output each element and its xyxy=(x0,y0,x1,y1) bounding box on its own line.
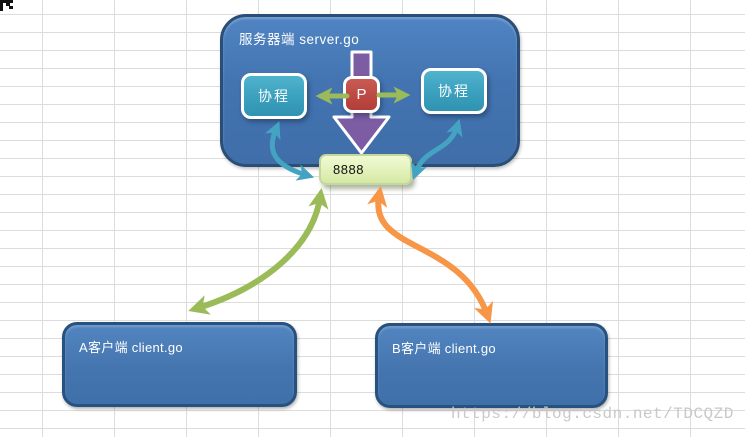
client-a-connection-arrow xyxy=(188,187,329,315)
server-title: 服务器端 server.go xyxy=(239,32,360,47)
corner-artifact xyxy=(0,0,13,11)
coroutine-box-left: 协程 xyxy=(241,73,307,119)
client-b-box: B客户端 client.go xyxy=(375,323,608,408)
client-b-connection-arrow xyxy=(367,185,494,324)
client-a-box: A客户端 client.go xyxy=(62,322,297,407)
coroutine-box-right: 协程 xyxy=(421,68,487,114)
processor-label: P xyxy=(356,86,367,103)
port-label: 8888 xyxy=(333,162,364,177)
coroutine-left-label: 协程 xyxy=(258,88,290,104)
coroutine-right-label: 协程 xyxy=(438,83,470,99)
processor-box: P xyxy=(343,76,380,113)
client-b-label: B客户端 client.go xyxy=(392,341,496,356)
watermark: https://blog.csdn.net/TDCQZD xyxy=(451,405,734,423)
port-box: 8888 xyxy=(319,154,412,185)
client-a-label: A客户端 client.go xyxy=(79,340,183,355)
